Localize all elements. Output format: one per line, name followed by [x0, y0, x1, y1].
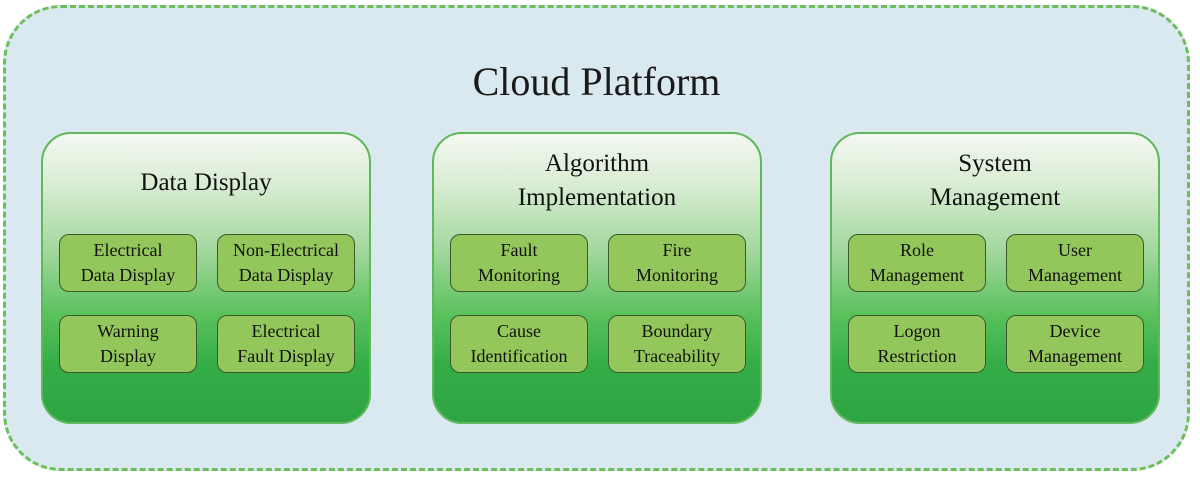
item-logon-restriction: Logon Restriction	[848, 315, 986, 373]
item-fire-monitoring: Fire Monitoring	[608, 234, 746, 292]
item-non-electrical-data-display: Non-Electrical Data Display	[217, 234, 355, 292]
item-user-management: User Management	[1006, 234, 1144, 292]
module-data-display: Data Display Electrical Data Display Non…	[41, 132, 371, 424]
module-title: System Management	[929, 150, 1061, 211]
item-warning-display: Warning Display	[59, 315, 197, 373]
item-role-management: Role Management	[848, 234, 986, 292]
platform-title: Cloud Platform	[472, 59, 721, 104]
item-cause-identification: Cause Identification	[450, 315, 588, 373]
item-boundary-traceability: Boundary Traceability	[608, 315, 746, 373]
module-title: Algorithm Implementation	[517, 150, 677, 211]
item-fault-monitoring: Fault Monitoring	[450, 234, 588, 292]
module-title: Data Display	[140, 169, 272, 196]
module-algorithm-implementation: Algorithm Implementation Fault Monitorin…	[432, 132, 762, 424]
item-electrical-data-display: Electrical Data Display	[59, 234, 197, 292]
item-device-management: Device Management	[1006, 315, 1144, 373]
item-electrical-fault-display: Electrical Fault Display	[217, 315, 355, 373]
module-system-management: System Management Role Management User M…	[830, 132, 1160, 424]
